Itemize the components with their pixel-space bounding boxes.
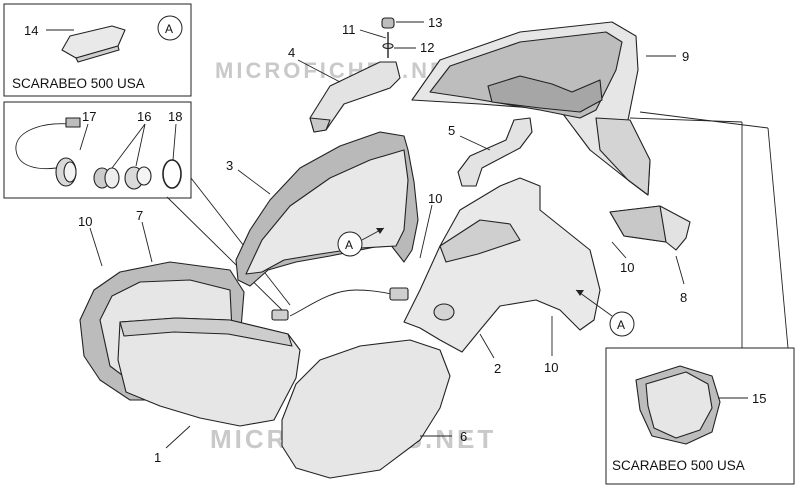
parts-11-12-13-fasteners [381,17,395,58]
part-15-plate-holder [635,365,721,445]
callout-1: 1 [154,450,161,465]
marker-a-right-label: A [617,318,625,332]
part-6-side-cover [281,339,451,479]
callout-14: 14 [24,23,38,38]
callout-18: 18 [168,109,182,124]
marker-a-arrow-left: A [337,227,385,257]
callout-10-right-mid: 10 [428,191,442,206]
callout-10-bottom: 10 [544,360,558,375]
part-3-inner-panel [235,131,419,287]
marker-circle-a [157,15,183,41]
callout-12: 12 [420,40,434,55]
watermark-top: MICROFICHES.NET [215,58,464,83]
callout-10-left: 10 [78,214,92,229]
inset-box-top-left: 14 A SCARABEO 500 USA [3,3,192,97]
lead-box-to-wire-1 [166,196,284,312]
part-1-front-shield [117,317,301,427]
inset-box-bottom-right: 15 SCARABEO 500 USA [605,347,795,485]
inset-box-left: 17 16 18 [3,101,192,199]
callout-4: 4 [288,45,295,60]
part-17-bulb-socket-wire [15,117,81,187]
lead-9-to-box-4 [767,127,789,349]
callout-7: 7 [136,208,143,223]
part-4-grab-handle [309,61,401,133]
wire-harness [271,287,409,321]
part-14-reflector [61,25,126,63]
lead-9-to-box-1 [629,117,743,123]
callout-17: 17 [82,109,96,124]
callout-13: 13 [428,15,442,30]
part-16-bulb-holders [93,166,152,190]
callout-5: 5 [448,123,455,138]
lead-box-to-wire-2 [190,177,291,306]
marker-a-arrow-right: A [575,289,635,337]
callout-15: 15 [752,391,766,406]
callout-9: 9 [682,49,689,64]
part-8-small-cover [609,205,691,251]
part-18-o-ring [162,159,182,189]
callout-10-far-right: 10 [620,260,634,275]
lead-9-to-box-3 [639,111,769,129]
marker-a-label: A [165,22,173,36]
marker-a-left-label: A [345,238,353,252]
callout-11: 11 [342,22,356,37]
caption-bottom-right: SCARABEO 500 USA [612,458,745,473]
part-2-side-body-panel [403,177,601,353]
caption-top-left: SCARABEO 500 USA [12,76,145,91]
callout-6: 6 [460,429,467,444]
callout-3: 3 [226,158,233,173]
callout-16: 16 [137,109,151,124]
callout-8: 8 [680,290,687,305]
part-5-grab-handle [457,117,533,187]
callout-2: 2 [494,361,501,376]
part-9-rear-tail [411,21,651,196]
